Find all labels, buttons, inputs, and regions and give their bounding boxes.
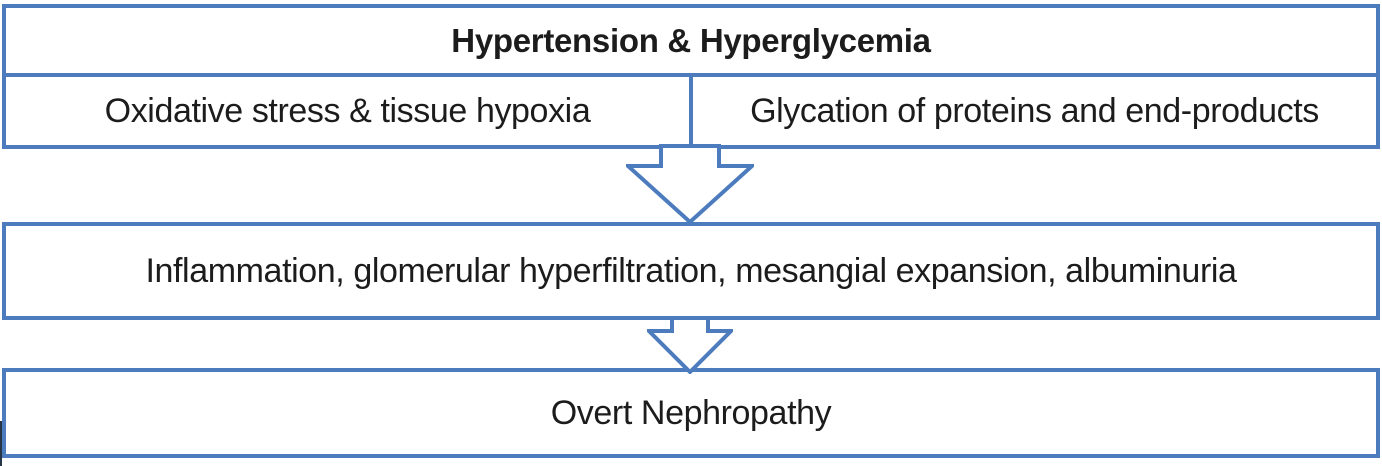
cell-glycation: Glycation of proteins and end-products (750, 91, 1319, 130)
down-arrow-icon (626, 144, 754, 224)
cause-cells-row: Oxidative stress & tissue hypoxia Glycat… (6, 77, 1376, 145)
down-arrow-icon (647, 316, 733, 374)
diagram-title: Hypertension & Hyperglycemia (6, 8, 1376, 77)
causes-box: Hypertension & Hyperglycemia Oxidative s… (2, 4, 1380, 149)
cell-oxidative-stress: Oxidative stress & tissue hypoxia (6, 77, 693, 145)
outcome-box: Overt Nephropathy (2, 368, 1380, 458)
intermediate-effects-box: Inflammation, glomerular hyperfiltration… (2, 222, 1380, 320)
screenshot-edge-artifact (0, 421, 2, 466)
